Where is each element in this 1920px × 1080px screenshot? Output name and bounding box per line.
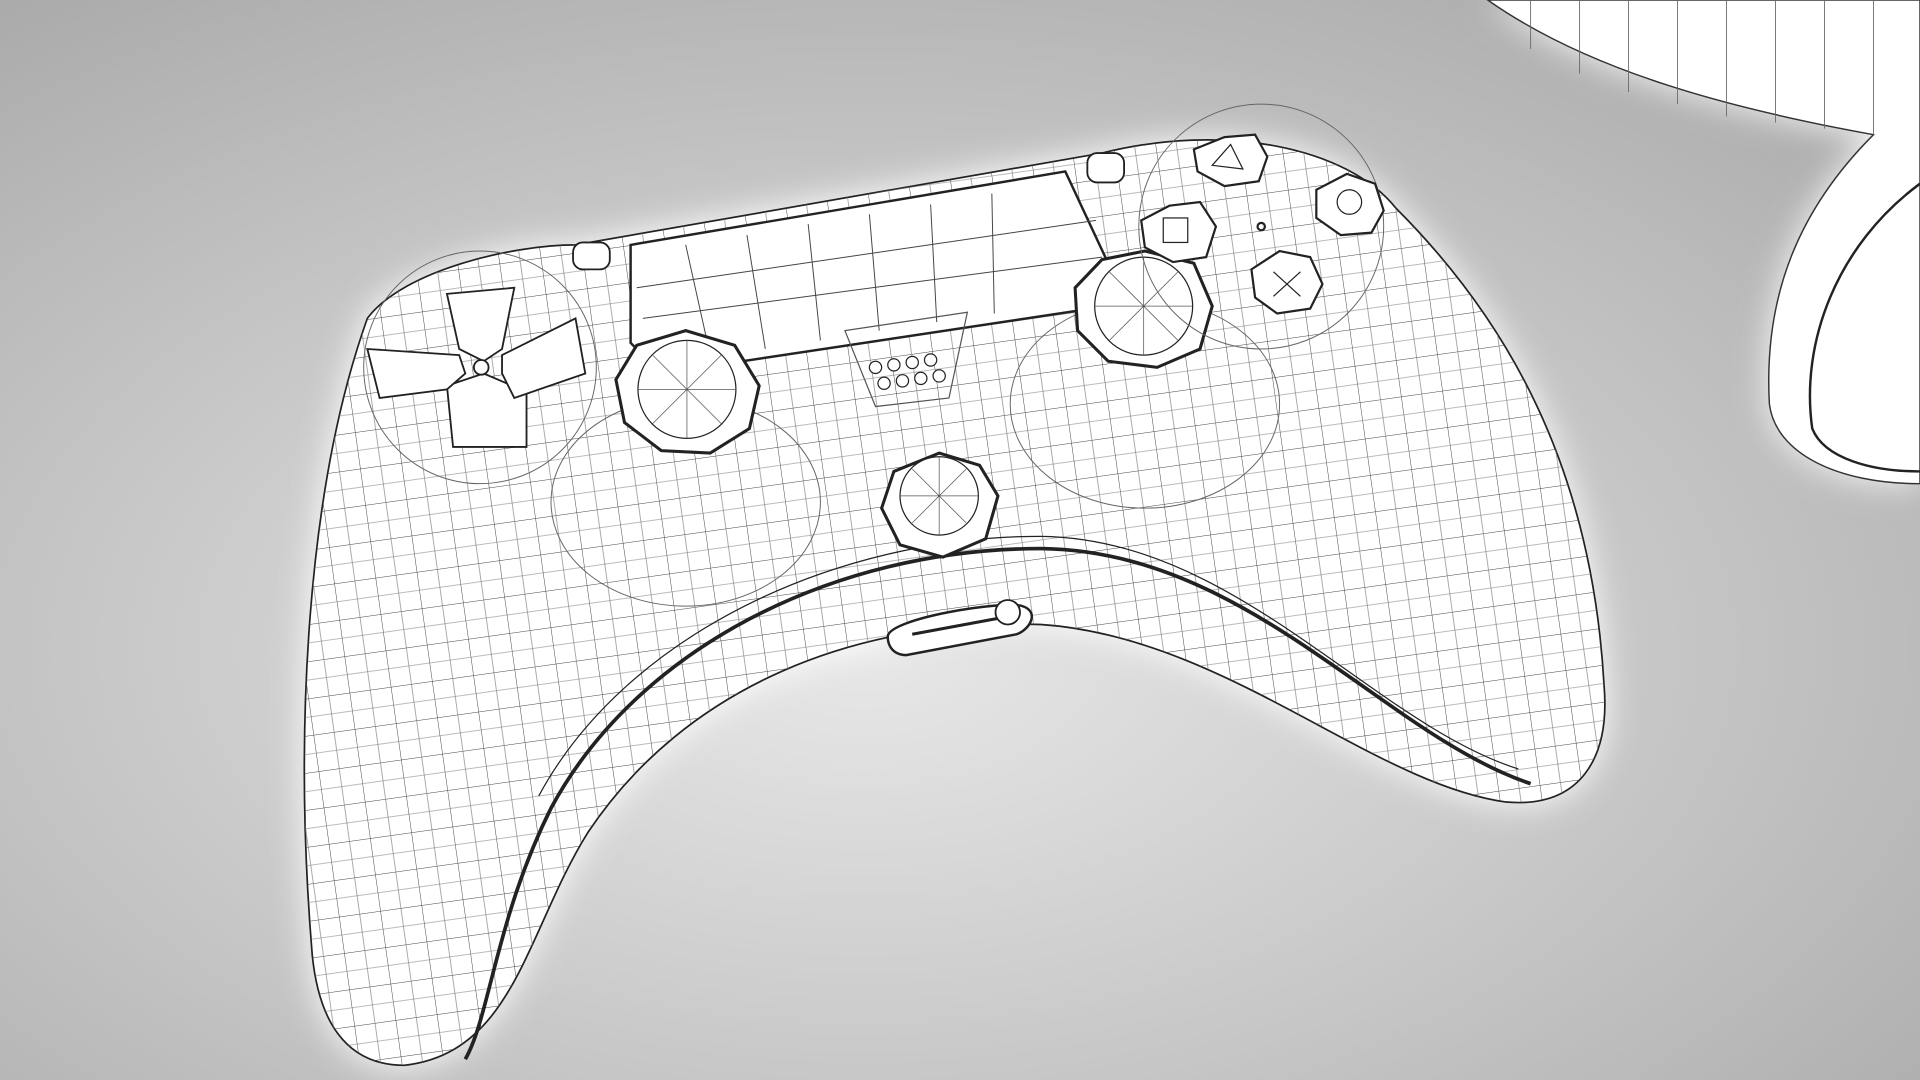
- edge-seam: [463, 546, 1532, 1061]
- right-stick: [1009, 249, 1281, 509]
- left-stick: [550, 329, 821, 607]
- home-button: [879, 451, 1000, 559]
- face-buttons: [1138, 103, 1385, 350]
- secondary-object: [1486, 0, 1920, 485]
- square-button: [1140, 200, 1218, 264]
- circle-button: [1315, 172, 1385, 237]
- light-bar-slot: [886, 599, 1034, 657]
- options-button: [1086, 152, 1125, 184]
- d-pad: [363, 250, 597, 485]
- share-button: [572, 241, 611, 271]
- speaker-grille: [844, 311, 969, 408]
- triangle-button: [1192, 133, 1269, 188]
- cross-button: [1250, 249, 1324, 315]
